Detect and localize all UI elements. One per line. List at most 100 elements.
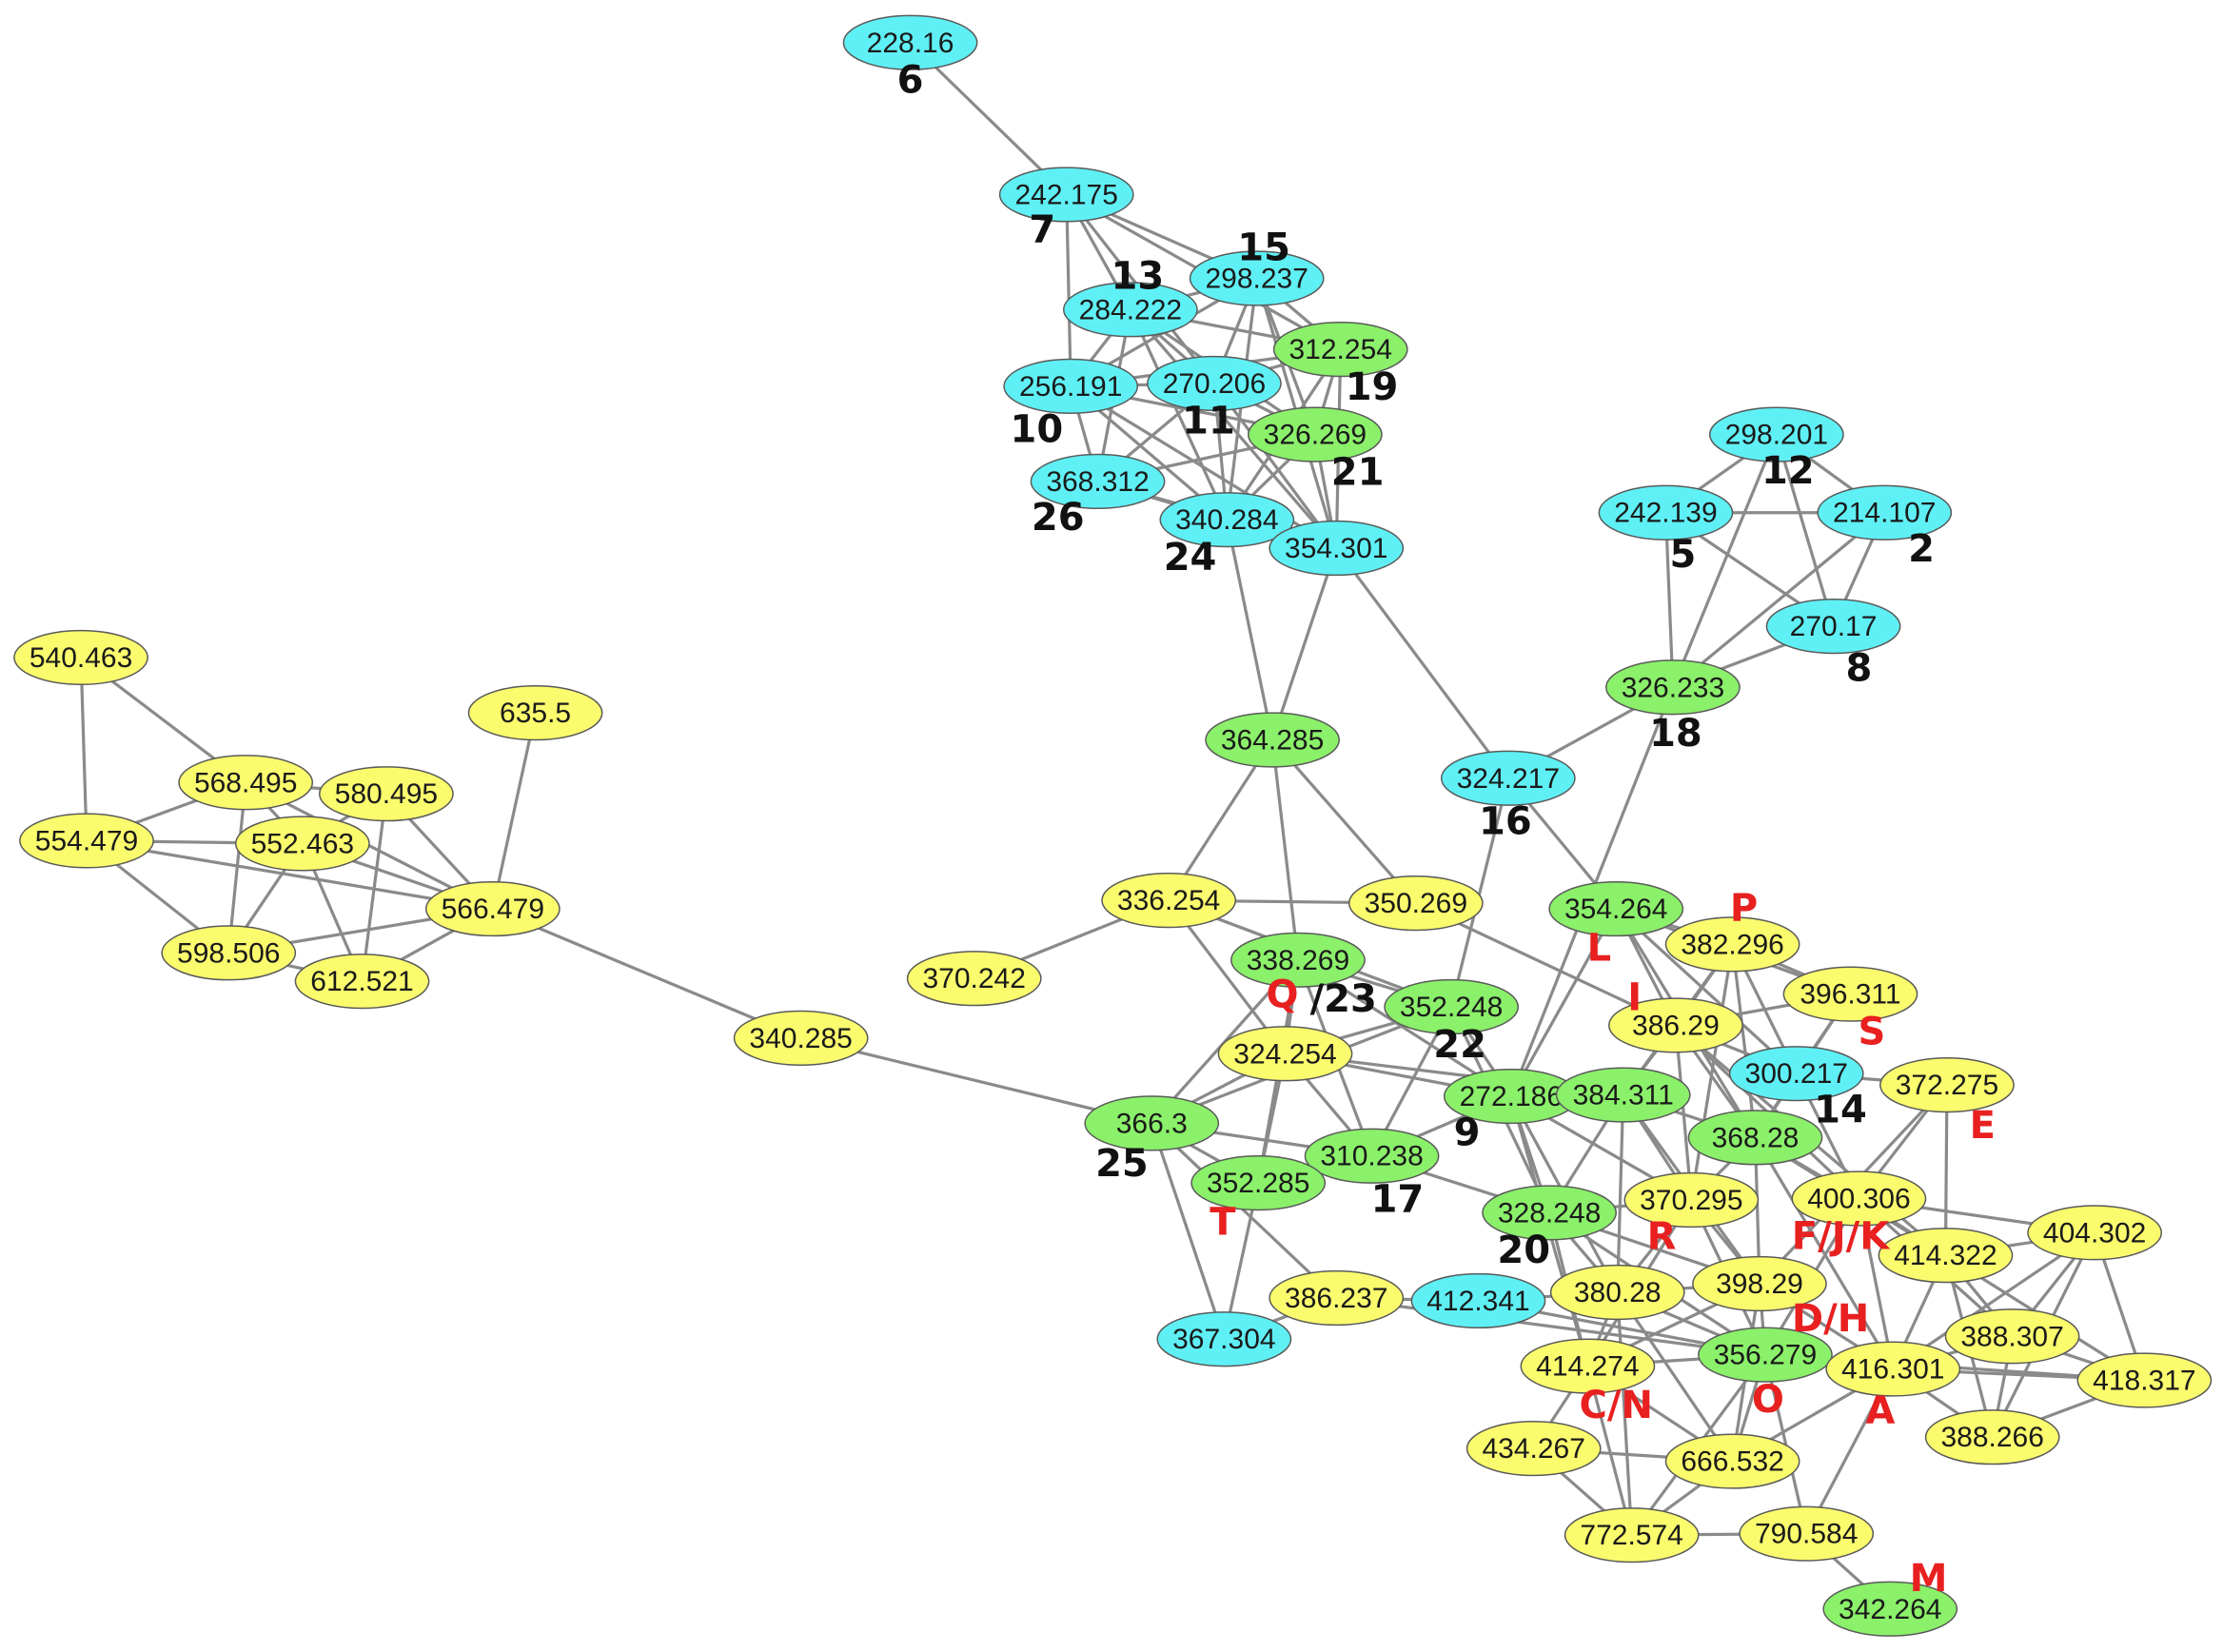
node-ellipse[interactable]: [1817, 484, 1953, 541]
node-ellipse[interactable]: [1159, 492, 1295, 548]
node-ellipse[interactable]: [1698, 1327, 1833, 1383]
node-ellipse[interactable]: [1147, 355, 1282, 412]
node-367-304[interactable]: 367.304: [1156, 1311, 1292, 1367]
node-ellipse[interactable]: [319, 766, 454, 822]
node-272-186[interactable]: 272.186: [1443, 1068, 1579, 1125]
node-340-284[interactable]: 340.284: [1159, 492, 1295, 548]
node-380-28[interactable]: 380.28: [1549, 1264, 1685, 1321]
node-ellipse[interactable]: [1205, 712, 1340, 768]
node-ellipse[interactable]: [1304, 1128, 1440, 1184]
node-312-254[interactable]: 312.254: [1272, 322, 1408, 378]
node-354-264[interactable]: 354.264: [1548, 880, 1684, 937]
node-388-307[interactable]: 388.307: [1944, 1308, 2080, 1365]
node-ellipse[interactable]: [19, 813, 154, 869]
node-ellipse[interactable]: [1791, 1170, 1927, 1227]
node-324-217[interactable]: 324.217: [1440, 750, 1576, 806]
node-354-301[interactable]: 354.301: [1269, 520, 1405, 577]
node-ellipse[interactable]: [1564, 1507, 1700, 1564]
node-228-16[interactable]: 228.16: [842, 14, 978, 70]
node-326-269[interactable]: 326.269: [1247, 406, 1383, 462]
node-ellipse[interactable]: [1217, 1026, 1353, 1082]
node-ellipse[interactable]: [1765, 599, 1901, 655]
node-ellipse[interactable]: [1269, 1269, 1405, 1327]
node-ellipse[interactable]: [1608, 997, 1743, 1053]
node-ellipse[interactable]: [1440, 750, 1576, 806]
node-ellipse[interactable]: [1549, 1264, 1685, 1321]
node-382-296[interactable]: 382.296: [1664, 916, 1800, 973]
node-ellipse[interactable]: [1230, 932, 1366, 988]
node-298-237[interactable]: 298.237: [1189, 250, 1325, 306]
node-ellipse[interactable]: [1084, 1095, 1220, 1151]
node-242-139[interactable]: 242.139: [1598, 484, 1734, 541]
node-ellipse[interactable]: [1664, 1433, 1800, 1489]
node-370-242[interactable]: 370.242: [906, 951, 1042, 1007]
node-ellipse[interactable]: [1101, 873, 1237, 929]
node-772-574[interactable]: 772.574: [1564, 1507, 1700, 1564]
node-ellipse[interactable]: [1482, 1185, 1617, 1241]
node-404-302[interactable]: 404.302: [2027, 1205, 2163, 1261]
node-214-107[interactable]: 214.107: [1817, 484, 1953, 541]
node-434-267[interactable]: 434.267: [1466, 1421, 1602, 1477]
node-310-238[interactable]: 310.238: [1304, 1128, 1440, 1184]
node-342-264[interactable]: 342.264: [1822, 1581, 1958, 1637]
node-612-521[interactable]: 612.521: [294, 954, 430, 1010]
node-ellipse[interactable]: [1269, 520, 1405, 577]
node-ellipse[interactable]: [1384, 978, 1520, 1035]
node-ellipse[interactable]: [1548, 880, 1684, 937]
node-ellipse[interactable]: [1687, 1110, 1823, 1166]
node-ellipse[interactable]: [1664, 916, 1800, 973]
node-ellipse[interactable]: [178, 755, 314, 811]
node-368-312[interactable]: 368.312: [1030, 453, 1166, 509]
node-416-301[interactable]: 416.301: [1825, 1341, 1961, 1397]
node-338-269[interactable]: 338.269: [1230, 932, 1366, 988]
node-554-479[interactable]: 554.479: [19, 813, 154, 869]
node-ellipse[interactable]: [1410, 1272, 1546, 1329]
node-414-274[interactable]: 414.274: [1520, 1338, 1656, 1394]
node-ellipse[interactable]: [1879, 1057, 2015, 1113]
node-384-311[interactable]: 384.311: [1555, 1067, 1691, 1123]
node-ellipse[interactable]: [1825, 1341, 1961, 1397]
node-372-275[interactable]: 372.275: [1879, 1057, 2015, 1113]
node-ellipse[interactable]: [424, 880, 561, 937]
node-336-254[interactable]: 336.254: [1101, 873, 1237, 929]
node-ellipse[interactable]: [1598, 484, 1734, 541]
node-ellipse[interactable]: [161, 925, 297, 981]
node-352-248[interactable]: 352.248: [1384, 978, 1520, 1035]
node-ellipse[interactable]: [1189, 250, 1325, 306]
node-ellipse[interactable]: [1782, 966, 1918, 1022]
node-666-532[interactable]: 666.532: [1664, 1433, 1800, 1489]
node-340-285[interactable]: 340.285: [733, 1010, 869, 1066]
node-ellipse[interactable]: [842, 14, 978, 70]
node-ellipse[interactable]: [2076, 1352, 2213, 1408]
node-ellipse[interactable]: [1878, 1228, 2014, 1284]
node-ellipse[interactable]: [467, 685, 603, 741]
node-ellipse[interactable]: [906, 951, 1042, 1007]
node-ellipse[interactable]: [1605, 659, 1741, 716]
node-386-29[interactable]: 386.29: [1608, 997, 1743, 1053]
node-635-5[interactable]: 635.5: [467, 685, 603, 741]
node-598-506[interactable]: 598.506: [161, 925, 297, 981]
node-270-17[interactable]: 270.17: [1765, 599, 1901, 655]
node-ellipse[interactable]: [1062, 282, 1198, 338]
node-ellipse[interactable]: [998, 167, 1134, 223]
node-ellipse[interactable]: [1944, 1308, 2080, 1365]
node-ellipse[interactable]: [1190, 1154, 1327, 1211]
node-364-285[interactable]: 364.285: [1205, 712, 1340, 768]
node-370-295[interactable]: 370.295: [1623, 1171, 1760, 1229]
node-388-266[interactable]: 388.266: [1924, 1409, 2060, 1465]
node-540-463[interactable]: 540.463: [13, 629, 148, 686]
node-418-317[interactable]: 418.317: [2076, 1352, 2213, 1408]
node-ellipse[interactable]: [1348, 875, 1484, 932]
node-ellipse[interactable]: [234, 816, 370, 872]
node-242-175[interactable]: 242.175: [998, 167, 1134, 223]
node-270-206[interactable]: 270.206: [1147, 355, 1282, 412]
node-566-479[interactable]: 566.479: [424, 880, 561, 937]
node-ellipse[interactable]: [1272, 322, 1408, 378]
node-790-584[interactable]: 790.584: [1739, 1505, 1875, 1562]
node-356-279[interactable]: 356.279: [1698, 1327, 1833, 1383]
node-ellipse[interactable]: [1692, 1255, 1827, 1312]
node-ellipse[interactable]: [1247, 406, 1383, 462]
node-256-191[interactable]: 256.191: [1003, 358, 1139, 415]
node-ellipse[interactable]: [1822, 1581, 1958, 1637]
node-552-463[interactable]: 552.463: [234, 816, 370, 872]
